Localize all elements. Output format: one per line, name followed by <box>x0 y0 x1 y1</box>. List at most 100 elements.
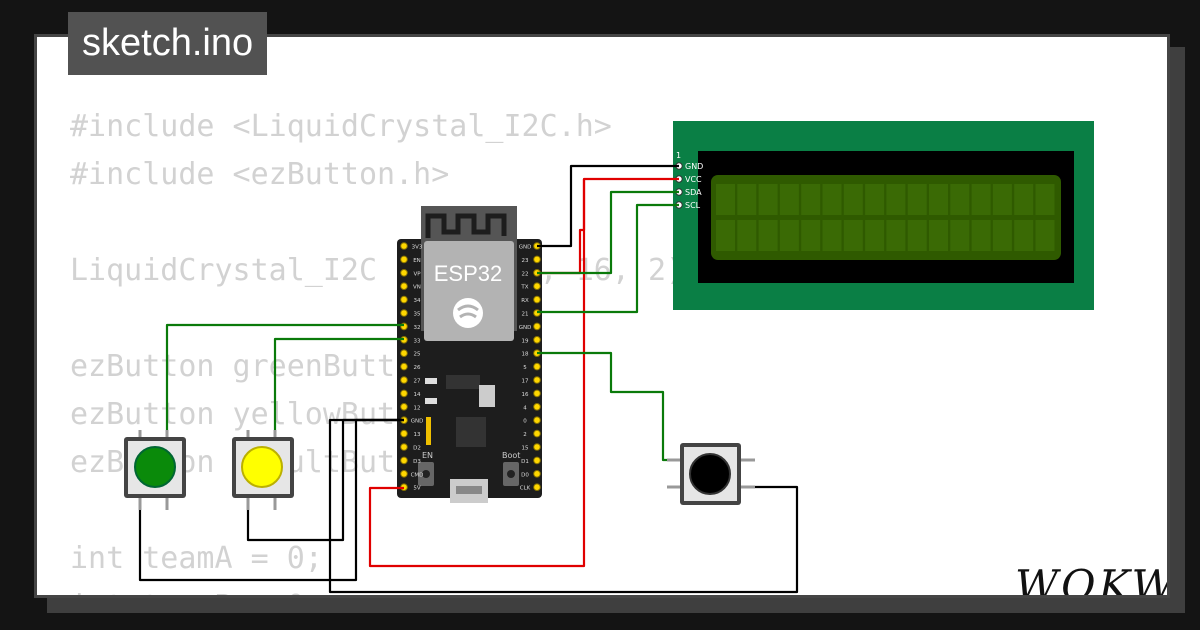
lcd-cell <box>950 220 970 251</box>
lcd-cell <box>716 220 735 251</box>
esp32-pin[interactable] <box>533 322 541 331</box>
esp32-board[interactable]: ESP32 EN Boot 3V3ENVPVN34353233252627141… <box>397 206 542 503</box>
boot-label: Boot <box>502 451 520 460</box>
lcd-cell <box>822 184 842 215</box>
esp32-pin-label: 5 <box>523 365 527 371</box>
esp32-pin[interactable] <box>400 269 408 277</box>
lcd-cell <box>779 220 799 251</box>
regulator-chip <box>446 375 480 389</box>
esp32-pin[interactable] <box>533 362 541 371</box>
green-pushbutton[interactable] <box>124 430 186 510</box>
esp32-pin-label: 14 <box>414 392 421 398</box>
lcd-pin-label: SCL <box>685 201 701 210</box>
lcd-cell <box>801 184 821 215</box>
esp32-pin[interactable] <box>533 429 541 438</box>
esp32-pin[interactable] <box>400 242 408 250</box>
esp32-pin[interactable] <box>400 429 408 438</box>
yellow-pushbutton[interactable] <box>232 430 294 510</box>
esp32-pin[interactable] <box>400 456 408 465</box>
wire-result-button[interactable] <box>537 351 680 462</box>
lcd-cell <box>1014 220 1034 251</box>
green-button-cap[interactable] <box>134 446 176 488</box>
esp32-pin[interactable] <box>533 282 541 291</box>
lcd-cell <box>992 184 1012 215</box>
en-button-cap <box>422 470 430 478</box>
esp32-pin-label: 18 <box>522 352 529 358</box>
file-tab-title[interactable]: sketch.ino <box>68 12 268 75</box>
lcd-cell <box>929 220 948 251</box>
esp32-pin[interactable] <box>400 470 408 478</box>
code-line: int teamB = 0; <box>70 583 702 595</box>
wire-5v-vcc[interactable] <box>368 179 586 568</box>
esp32-pin-label: 17 <box>522 379 529 385</box>
esp32-pin-label: VP <box>413 271 421 277</box>
esp32-pin-label: GND <box>519 325 532 331</box>
lcd-cell <box>865 220 885 251</box>
esp32-shield <box>424 241 514 341</box>
wire-yellow-button[interactable] <box>273 337 404 440</box>
esp32-pin[interactable] <box>533 403 541 411</box>
lcd-cell <box>971 184 991 215</box>
lcd-cell <box>801 220 821 251</box>
esp32-pin[interactable] <box>400 255 408 264</box>
lcd-cell <box>822 220 842 251</box>
lcd-pin1-label: 1 <box>676 151 681 160</box>
esp32-pin[interactable] <box>400 295 408 304</box>
esp32-pin-label: 4 <box>523 405 527 411</box>
esp32-pin[interactable] <box>533 295 541 304</box>
esp32-pin[interactable] <box>400 282 408 291</box>
wires <box>138 164 799 594</box>
esp32-pin[interactable] <box>533 376 541 384</box>
boot-button-cap <box>507 470 515 478</box>
esp32-pin[interactable] <box>400 403 408 411</box>
esp32-pin[interactable] <box>400 349 408 358</box>
esp32-pin-label: TX <box>520 285 528 291</box>
esp32-pin-label: 0 <box>523 419 527 425</box>
esp32-pin[interactable] <box>533 483 541 492</box>
code-line: int teamA = 0; <box>70 541 323 576</box>
esp32-pin-label: 35 <box>414 312 421 318</box>
esp32-pin[interactable] <box>400 389 408 398</box>
lcd-cell <box>758 220 778 251</box>
esp32-pin-label: D3 <box>413 459 421 465</box>
wire-green-button[interactable] <box>165 323 404 440</box>
led-indicator <box>426 417 431 445</box>
lcd-cell <box>758 184 778 215</box>
lcd-cell <box>907 184 927 215</box>
wire-scl[interactable] <box>537 203 679 314</box>
wire-sda[interactable] <box>537 190 679 275</box>
esp32-pin-label: 15 <box>522 446 529 452</box>
esp32-pin[interactable] <box>533 389 541 398</box>
esp32-pin[interactable] <box>533 443 541 451</box>
esp32-pin-label: 33 <box>414 338 421 344</box>
wire-gnd-result[interactable] <box>328 418 799 594</box>
esp32-pin[interactable] <box>533 470 541 478</box>
esp32-pin-label: 23 <box>522 258 529 264</box>
esp32-pin-label: CLK <box>520 486 531 492</box>
esp32-pin[interactable] <box>400 309 408 317</box>
result-pushbutton[interactable] <box>667 443 755 505</box>
esp32-pin-label: 32 <box>414 325 421 331</box>
esp32-pin[interactable] <box>533 456 541 465</box>
esp32-pin-label: GND <box>411 419 424 425</box>
esp32-pin[interactable] <box>533 416 541 425</box>
lcd-cell <box>716 184 735 215</box>
esp32-pin[interactable] <box>533 336 541 344</box>
result-button-cap[interactable] <box>689 453 731 495</box>
wire-gnd-lcd[interactable] <box>537 164 679 248</box>
lcd-cell <box>929 184 948 215</box>
regulator-tab <box>479 385 495 407</box>
esp32-pin[interactable] <box>533 255 541 264</box>
en-label: EN <box>422 451 433 460</box>
code-line: #include <ezButton.h> <box>70 157 450 192</box>
yellow-button-cap[interactable] <box>241 446 283 488</box>
smd-component <box>425 378 437 384</box>
esp32-pin[interactable] <box>400 362 408 371</box>
lcd-cell <box>907 220 927 251</box>
esp32-pin-label: 27 <box>414 379 421 385</box>
esp32-pin[interactable] <box>400 376 408 384</box>
esp32-pin[interactable] <box>400 443 408 451</box>
lcd-cell <box>779 184 799 215</box>
